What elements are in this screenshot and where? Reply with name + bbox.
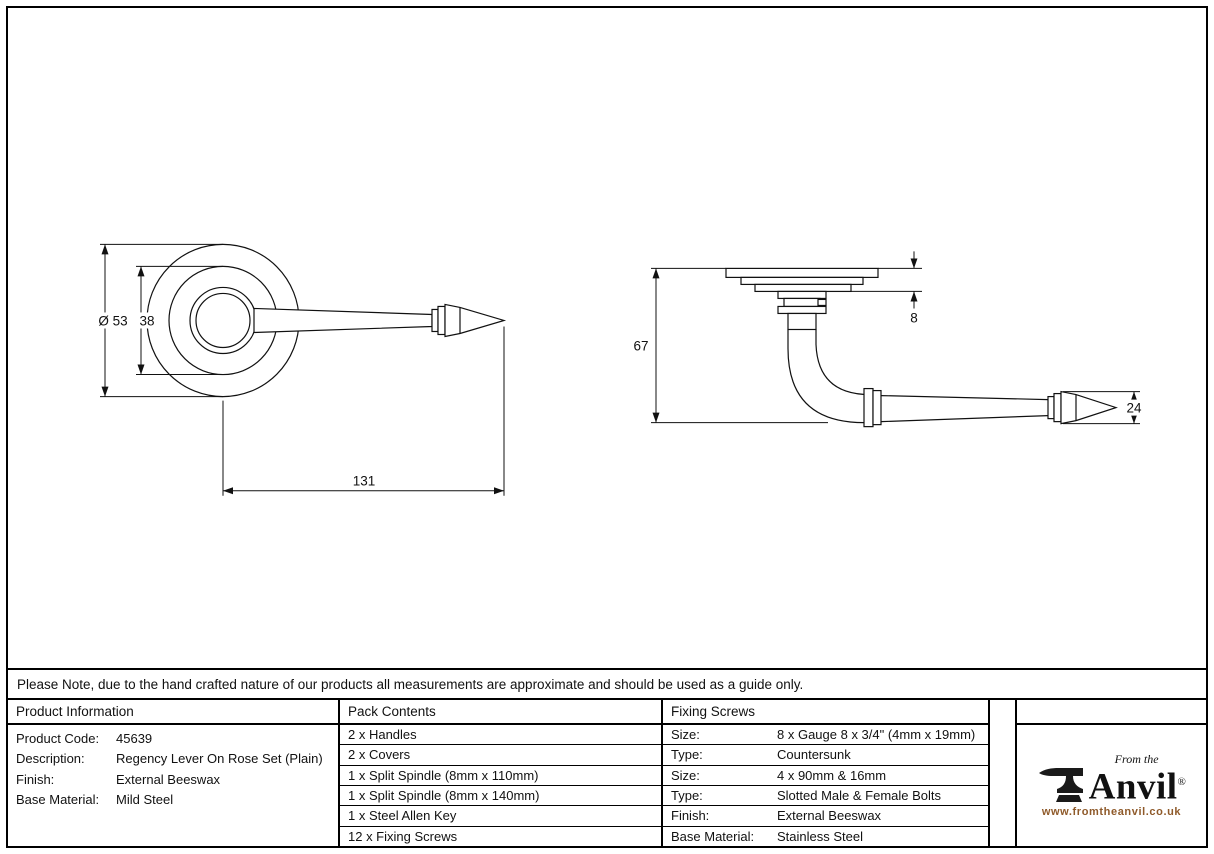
anvil-logo: From the Anvil® www.fromtheanvil.co.uk <box>1017 725 1206 846</box>
pack-contents-header: Pack Contents <box>340 700 661 725</box>
spec-row: Size: 4 x 90mm & 16mm <box>663 766 988 786</box>
side-view-dimensions <box>651 251 1148 425</box>
pack-item: 12 x Fixing Screws <box>348 828 458 844</box>
side-view-drawing <box>725 267 1118 428</box>
spec-row: Base Material: Stainless Steel <box>663 827 988 846</box>
brand-url: www.fromtheanvil.co.uk <box>1041 806 1182 819</box>
spec-label: Type: <box>671 788 703 804</box>
pack-item: 2 x Handles <box>340 725 661 746</box>
spec-row: Base Material: Mild Steel <box>8 790 338 811</box>
note-text: Please Note, due to the hand crafted nat… <box>17 676 804 692</box>
info-table: Product Information Product Code: 45639 … <box>8 698 1206 846</box>
front-view-drawing <box>146 243 507 398</box>
spec-value: 45639 <box>116 730 153 746</box>
spec-value: 8 x Gauge 8 x 3/4" (4mm x 19mm) <box>777 727 976 743</box>
pack-item: 1 x Split Spindle (8mm x 110mm) <box>340 766 661 786</box>
spec-label: Product Code: <box>16 730 100 746</box>
spec-label: Description: <box>16 751 85 767</box>
product-information-header: Product Information <box>8 700 338 725</box>
brand-tagline: From the <box>1114 751 1159 766</box>
dim-side-rose-thickness: 8 <box>910 310 918 325</box>
logo-column: From the Anvil® www.fromtheanvil.co.uk <box>1017 700 1206 846</box>
spec-label: Size: <box>671 767 700 783</box>
spec-value: Slotted Male & Female Bolts <box>777 788 942 804</box>
fixing-screws-header: Fixing Screws <box>663 700 988 725</box>
spec-row: Finish: External Beeswax <box>8 769 338 790</box>
product-information-column: Product Information Product Code: 45639 … <box>8 700 340 846</box>
pack-item: 1 x Steel Allen Key <box>340 806 661 827</box>
spec-row: Description: Regency Lever On Rose Set (… <box>8 749 338 770</box>
drawing-svg: Ø 53 38 131 <box>92 243 1148 496</box>
spec-row: Size: 8 x Gauge 8 x 3/4" (4mm x 19mm) <box>663 725 988 746</box>
spec-label: Base Material: <box>16 792 100 808</box>
spec-value: Regency Lever On Rose Set (Plain) <box>116 751 323 767</box>
pack-item: 2 x Covers <box>340 745 661 766</box>
spec-value: Countersunk <box>777 747 851 763</box>
spec-value: Mild Steel <box>116 792 174 808</box>
pack-contents-column: Pack Contents 2 x Handles 2 x Covers 1 x… <box>340 700 663 846</box>
dim-side-grip: 24 <box>1126 401 1141 416</box>
dim-side-projection: 67 <box>633 339 648 354</box>
registered-mark: ® <box>1177 775 1187 788</box>
spec-row: Finish: External Beeswax <box>663 806 988 827</box>
spec-label: Finish: <box>16 771 55 787</box>
spec-label: Finish: <box>671 808 710 824</box>
anvil-icon <box>1038 768 1083 803</box>
dim-front-inner-diameter: 38 <box>139 313 154 328</box>
spec-value: 4 x 90mm & 16mm <box>777 767 887 783</box>
spec-row: Type: Slotted Male & Female Bolts <box>663 786 988 807</box>
spec-row: Product Code: 45639 <box>8 728 338 749</box>
spec-value: External Beeswax <box>777 808 882 824</box>
pack-item: 1 x Split Spindle (8mm x 140mm) <box>340 786 661 807</box>
spec-label: Base Material: <box>671 828 755 844</box>
spec-value: External Beeswax <box>116 771 221 787</box>
dim-front-length: 131 <box>353 474 376 489</box>
spec-sheet-page: Ø 53 38 131 <box>6 6 1208 848</box>
front-view-dimensions <box>92 243 505 496</box>
fixing-screws-column: Fixing Screws Size: 8 x Gauge 8 x 3/4" (… <box>663 700 990 846</box>
spec-label: Type: <box>671 747 703 763</box>
brand-name: Anvil® <box>1088 766 1187 808</box>
table-spacer-column <box>990 700 1017 846</box>
spec-value: Stainless Steel <box>777 828 863 844</box>
spec-row: Type: Countersunk <box>663 745 988 766</box>
dim-front-diameter: Ø 53 <box>98 313 127 328</box>
note-bar: Please Note, due to the hand crafted nat… <box>8 668 1206 698</box>
technical-drawing-area: Ø 53 38 131 <box>8 8 1206 668</box>
spec-label: Size: <box>671 727 700 743</box>
